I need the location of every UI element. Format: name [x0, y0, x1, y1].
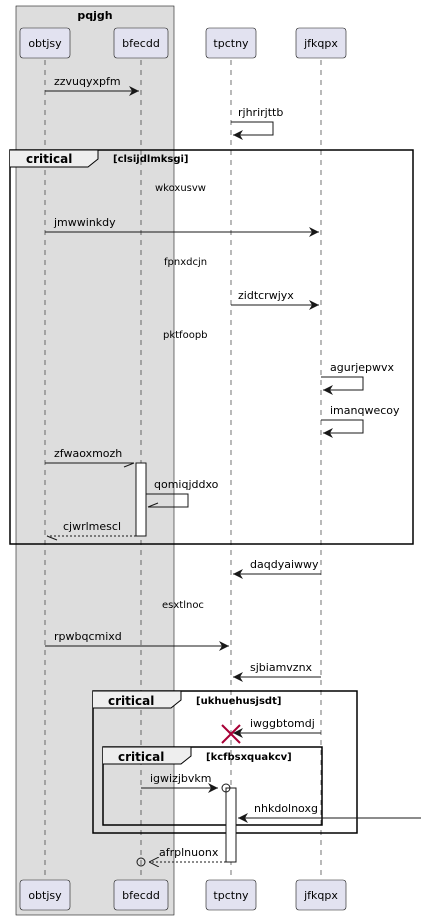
svg-text:obtjsy: obtjsy	[28, 889, 62, 902]
svg-text:critical: critical	[108, 694, 154, 708]
message-iwggbtomdj: iwggbtomdj	[233, 717, 321, 738]
svg-text:critical: critical	[118, 750, 164, 764]
svg-text:rjhrirjttb: rjhrirjttb	[238, 106, 283, 119]
svg-text:zidtcrwjyx: zidtcrwjyx	[238, 289, 294, 302]
participant-foot-obtjsy: obtjsy	[19, 879, 71, 911]
destroy-icon	[221, 724, 241, 744]
message-igwizjbvkm: igwizjbvkm	[141, 772, 231, 793]
fragment-critical-2: critical [ukhuehusjsdt]	[92, 690, 358, 834]
svg-text:tpctny: tpctny	[213, 889, 249, 902]
svg-text:rpwbqcmixd: rpwbqcmixd	[54, 630, 122, 643]
message-nhkdolnoxg: nhkdolnoxg	[238, 802, 421, 823]
message-agurjepwvx: agurjepwvx	[321, 361, 395, 395]
svg-text:[kcfbsxquakcv]: [kcfbsxquakcv]	[206, 752, 292, 763]
fragment-critical-1: critical [clsijdlmksgi]	[9, 149, 414, 545]
svg-text:[ukhuehusjsdt]: [ukhuehusjsdt]	[196, 696, 281, 707]
participant-group-title: pqjgh	[77, 9, 112, 22]
svg-text:tpctny: tpctny	[213, 37, 249, 50]
message-sjbiamvznx: sjbiamvznx	[233, 661, 321, 682]
svg-text:agurjepwvx: agurjepwvx	[330, 361, 395, 374]
fragment-critical-3: critical [kcfbsxquakcv]	[102, 746, 323, 826]
participant-foot-tpctny: tpctny	[205, 879, 257, 911]
activation-tpctny	[225, 787, 237, 863]
svg-text:imanqwecoy: imanqwecoy	[330, 404, 400, 417]
divider-esxtlnoc: esxtlnoc	[162, 600, 204, 611]
svg-text:afrplnuonx: afrplnuonx	[159, 846, 219, 859]
message-afrplnuonx: afrplnuonx	[136, 846, 226, 866]
participant-foot-jfkqpx: jfkqpx	[295, 879, 347, 911]
participant-head-bfecdd: bfecdd	[113, 27, 169, 59]
svg-text:sjbiamvznx: sjbiamvznx	[250, 661, 313, 674]
message-imanqwecoy: imanqwecoy	[321, 404, 400, 438]
message-qomiqjddxo: qomiqjddxo	[146, 478, 219, 508]
participant-head-tpctny: tpctny	[205, 27, 257, 59]
divider-pktfoopb: pktfoopb	[163, 330, 208, 341]
svg-text:igwizjbvkm: igwizjbvkm	[150, 772, 212, 785]
participant-head-obtjsy: obtjsy	[19, 27, 71, 59]
svg-text:zfwaoxmozh: zfwaoxmozh	[54, 447, 122, 460]
svg-text:jfkqpx: jfkqpx	[303, 37, 338, 50]
svg-text:obtjsy: obtjsy	[28, 37, 62, 50]
participant-head-jfkqpx: jfkqpx	[295, 27, 347, 59]
svg-text:iwggbtomdj: iwggbtomdj	[250, 717, 315, 730]
svg-text:bfecdd: bfecdd	[122, 889, 160, 902]
message-jmwwinkdy: jmwwinkdy	[45, 216, 319, 237]
svg-text:daqdyaiwwy: daqdyaiwwy	[250, 558, 319, 571]
message-zfwaoxmozh: zfwaoxmozh	[45, 447, 135, 468]
message-daqdyaiwwy: daqdyaiwwy	[233, 558, 321, 579]
svg-text:zzvuqyxpfm: zzvuqyxpfm	[54, 75, 121, 88]
svg-text:nhkdolnoxg: nhkdolnoxg	[254, 802, 318, 815]
message-rjhrirjttb: rjhrirjttb	[231, 106, 283, 140]
activation-bfecdd	[135, 462, 147, 537]
svg-text:jfkqpx: jfkqpx	[303, 889, 338, 902]
divider-fpnxdcjn: fpnxdcjn	[164, 257, 207, 268]
message-rpwbqcmixd: rpwbqcmixd	[45, 630, 229, 651]
message-zidtcrwjyx: zidtcrwjyx	[231, 289, 319, 310]
svg-text:cjwrlmescl: cjwrlmescl	[63, 520, 121, 533]
message-zzvuqyxpfm: zzvuqyxpfm	[45, 75, 139, 96]
svg-text:bfecdd: bfecdd	[122, 37, 160, 50]
participant-foot-bfecdd: bfecdd	[113, 879, 169, 911]
svg-text:[clsijdlmksgi]: [clsijdlmksgi]	[113, 154, 189, 165]
svg-text:qomiqjddxo: qomiqjddxo	[154, 478, 219, 491]
message-cjwrlmescl: cjwrlmescl	[46, 520, 136, 541]
svg-text:jmwwinkdy: jmwwinkdy	[53, 216, 116, 229]
svg-text:critical: critical	[26, 152, 72, 166]
divider-wkoxusvw: wkoxusvw	[155, 183, 206, 194]
